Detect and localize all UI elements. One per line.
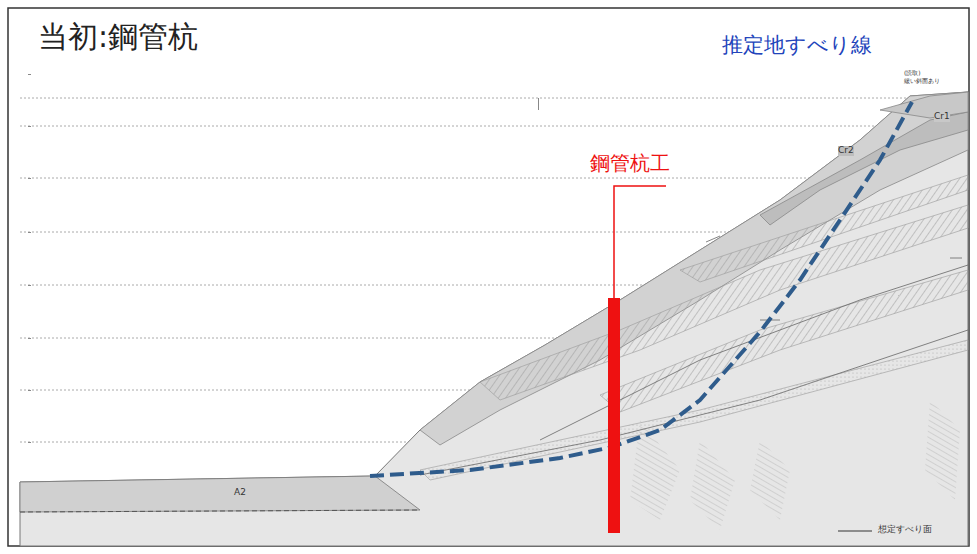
leader-line [614,186,666,298]
layer-name: Cr1 [934,112,950,122]
pile-label: 鋼管杭工 [588,152,672,174]
geology-lines [420,236,968,475]
cr2-layer [760,112,968,225]
note: 緩い斜面あり [904,78,940,85]
fracture-zone [750,440,790,520]
layer-boundary [20,510,420,512]
steel-pipe-pile [608,298,620,533]
slip-line-label: 推定地すべり線 [720,34,874,57]
frame [8,8,969,546]
fracture-zone [630,420,680,520]
hatched-band [680,175,968,282]
note: (読取) [904,70,921,77]
layer-name: A2 [234,488,246,498]
cr1-layer [880,92,968,118]
title: 当初:鋼管杭 [38,20,198,53]
ground [20,92,968,546]
legend-text: 想定すべり面 [878,525,932,535]
fracture-zone [690,440,735,530]
alluvium-layer [20,476,420,512]
layer-name: Cr2 [838,146,854,156]
fracture-zone [925,400,960,500]
legend-line-sample [838,530,872,531]
slip-line [370,102,912,476]
colluvium-layer [420,92,968,445]
